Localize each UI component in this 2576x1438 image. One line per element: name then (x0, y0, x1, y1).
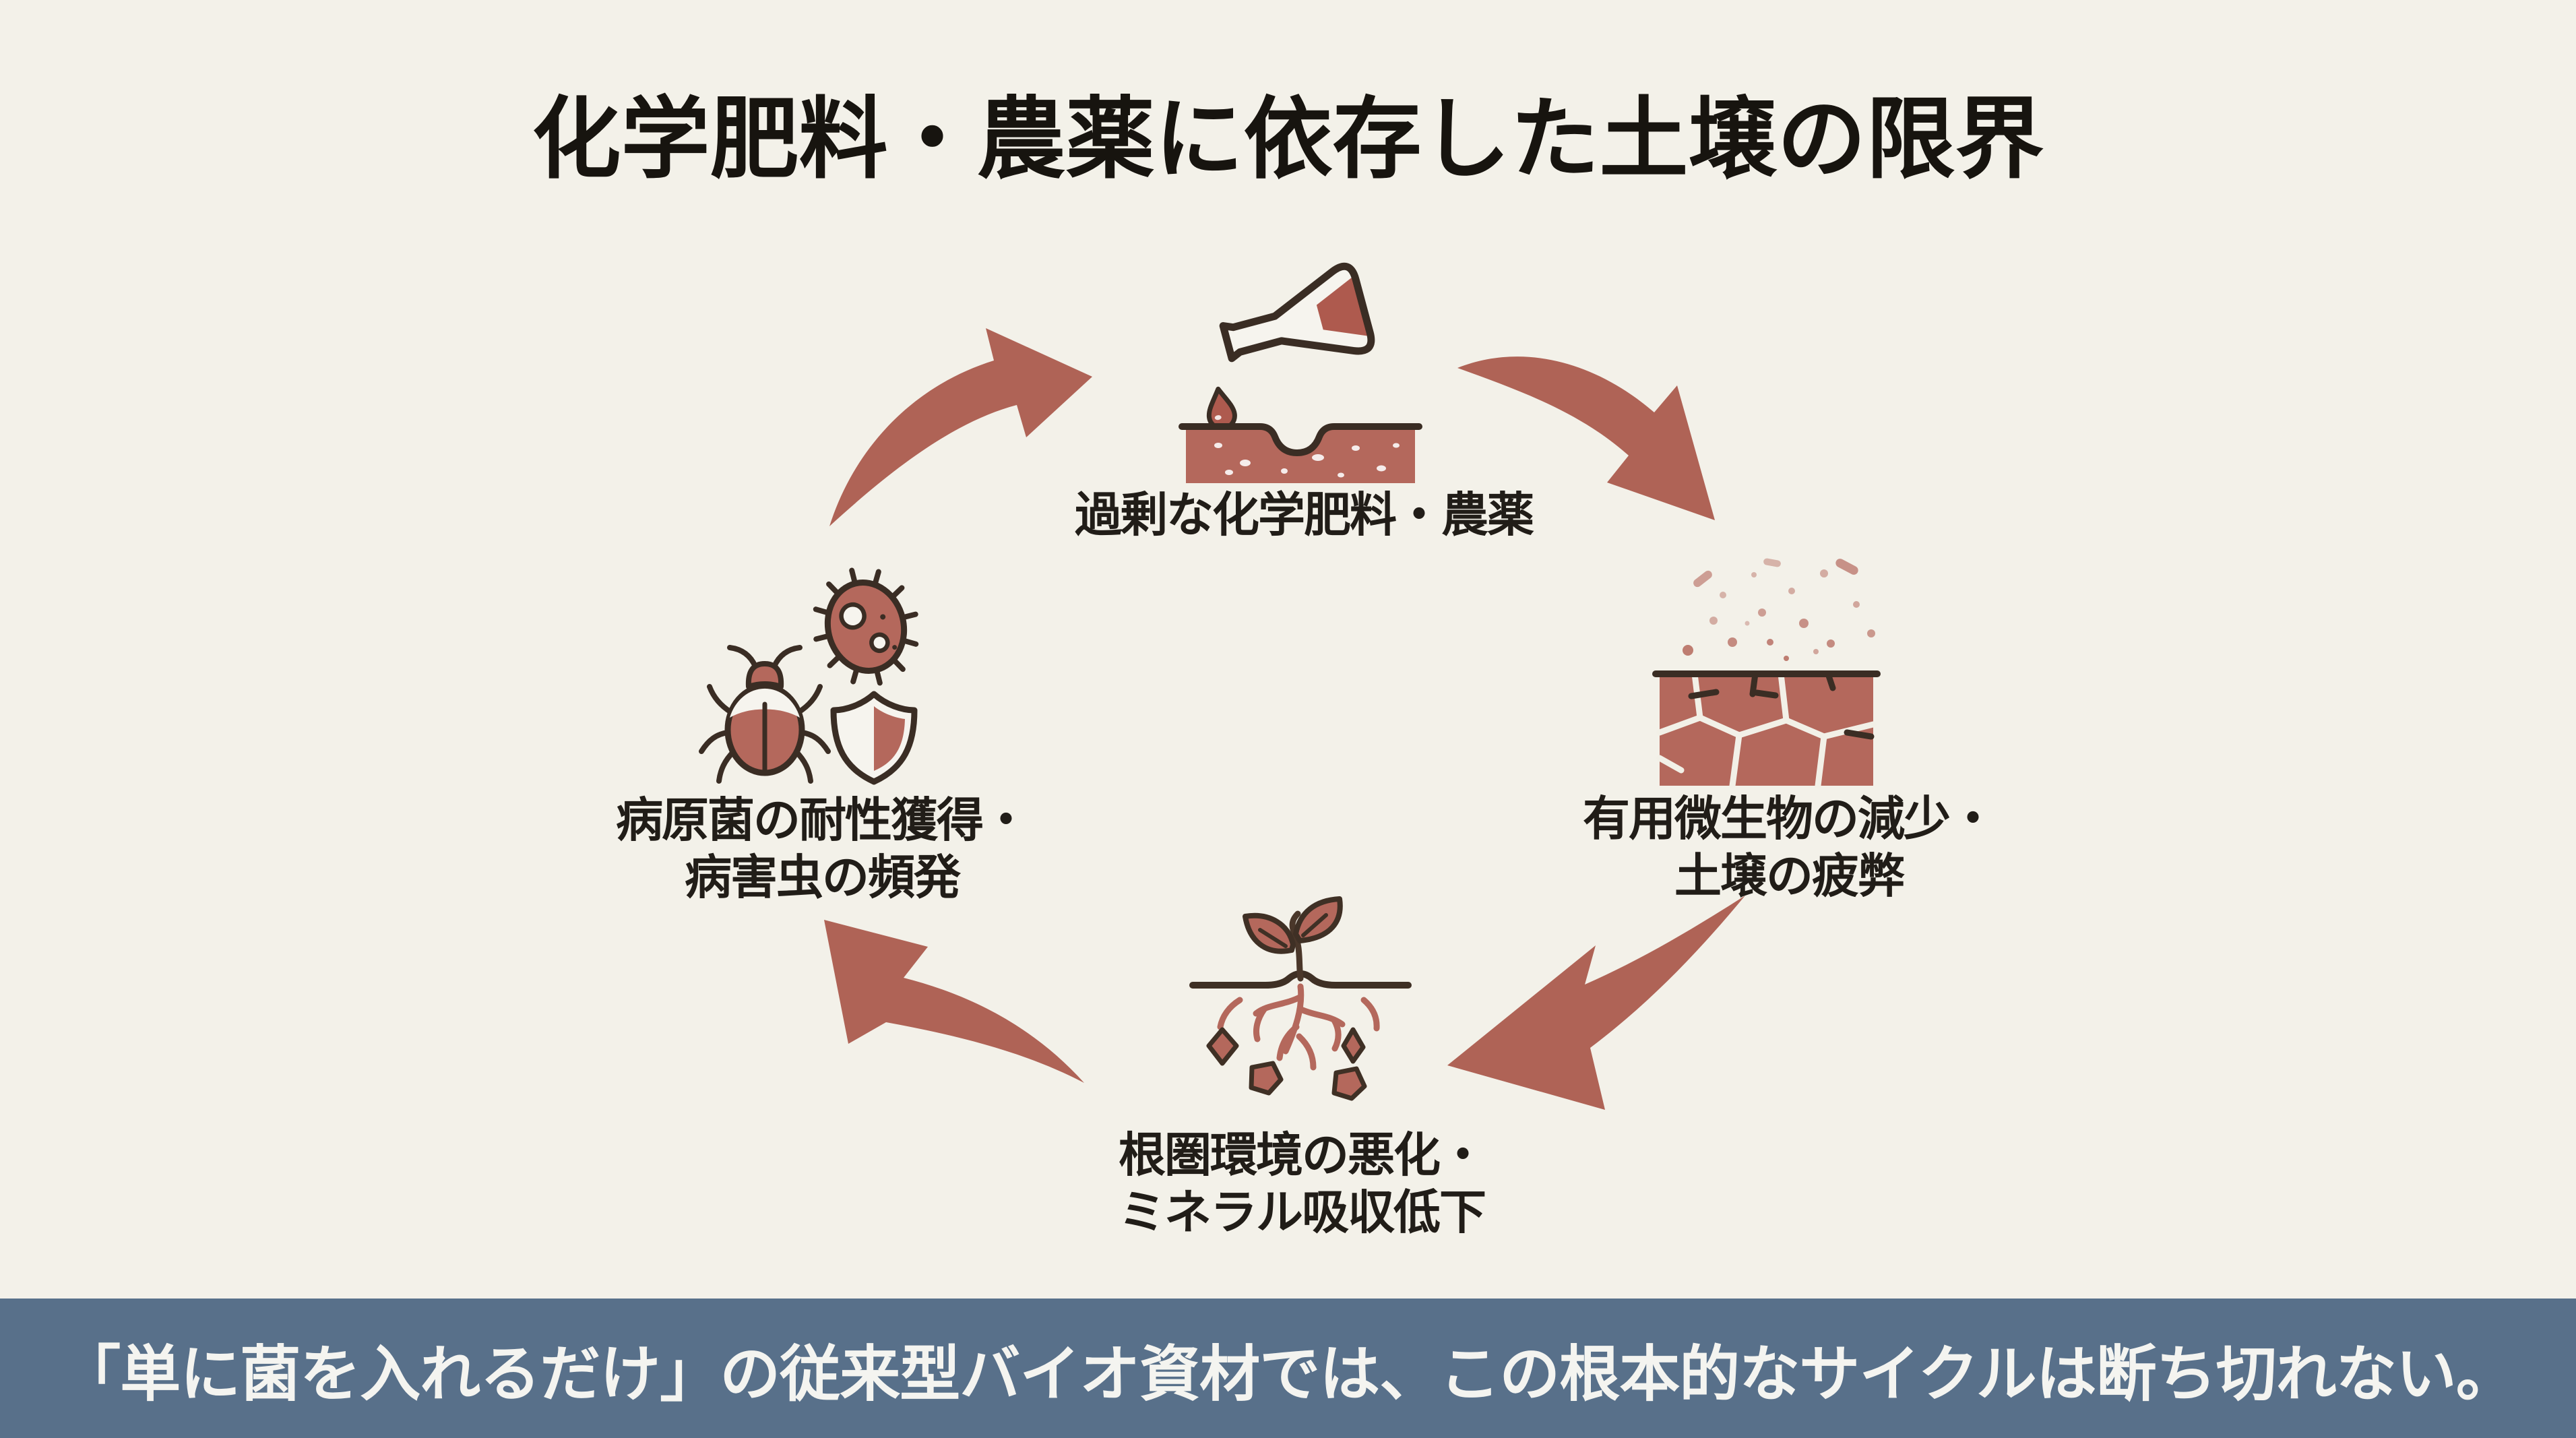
cycle-arrow-up-right-icon (829, 328, 1092, 526)
cycle-node-microbe-decline (1652, 556, 1897, 792)
label-line: 病原菌の耐性獲得・ (616, 794, 1030, 846)
node-label-microbe-decline: 有用微生物の減少・ 土壌の疲弊 (1519, 790, 2059, 904)
cycle-arrow-up-left-icon (824, 920, 1084, 1083)
page-title: 化学肥料・農薬に依存した土壌の限界 (532, 90, 2044, 189)
pathogen-beetle-shield-icon (699, 567, 919, 785)
beetle-icon (699, 645, 831, 784)
cycle-node-pathogen-resistance (674, 559, 957, 792)
plant-roots-minerals-icon (1189, 896, 1412, 1101)
footer-banner: 「単に菌を入れるだけ」の従来型バイオ資材では、この根本的なサイクルは断ち切れない… (0, 1299, 2576, 1438)
footer-message: 「単に菌を入れるだけ」の従来型バイオ資材では、この根本的なサイクルは断ち切れない… (60, 1340, 2516, 1408)
label-line: 有用微生物の減少・ (1583, 792, 1997, 845)
pathogen-icon (813, 567, 919, 686)
label-line: 過剰な化学肥料・農薬 (1075, 489, 1534, 541)
cycle-node-excessive-chemicals (1159, 239, 1442, 489)
label-line: 病害虫の頻発 (685, 850, 961, 904)
node-label-rhizosphere-degradation: 根圏環境の悪化・ ミネラル吸収低下 (1032, 1127, 1571, 1241)
cycle-arrow-down-right-icon (1457, 356, 1715, 520)
node-label-excessive-chemicals: 過剰な化学肥料・農薬 (1034, 487, 1573, 544)
shield-icon (830, 691, 918, 785)
flask-pouring-soil-icon (1179, 262, 1422, 483)
cracked-soil-microbes-icon (1652, 558, 1881, 789)
label-line: ミネラル吸収低下 (1119, 1185, 1486, 1239)
label-line: 土壌の疲弊 (1674, 849, 1905, 902)
label-line: 根圏環境の悪化・ (1119, 1129, 1486, 1181)
node-label-pathogen-resistance: 病原菌の耐性獲得・ 病害虫の頻発 (553, 792, 1092, 906)
cycle-arrow-left-icon (1447, 896, 1745, 1110)
cycle-node-rhizosphere-degradation (1179, 896, 1422, 1119)
